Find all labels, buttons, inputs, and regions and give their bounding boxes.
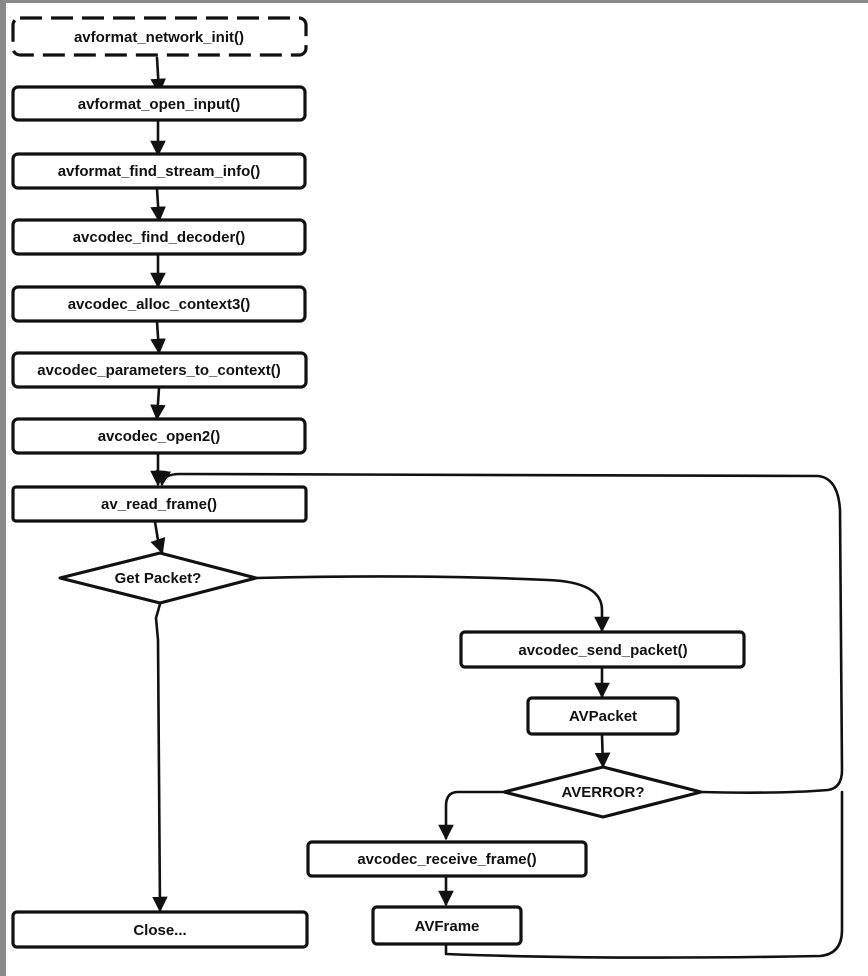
node-label: av_read_frame(): [101, 496, 217, 513]
node-avcodec-find-decoder: avcodec_find_decoder(): [11, 218, 307, 256]
node-av-read-frame: av_read_frame(): [11, 485, 308, 523]
node-label: AVFrame: [415, 918, 480, 935]
node-label: avcodec_parameters_to_context(): [37, 362, 280, 379]
node-averror-decision: AVERROR?: [502, 765, 703, 819]
edge-avframe-loop-back: [444, 790, 844, 959]
node-label: avcodec_send_packet(): [518, 642, 687, 659]
node-label: avformat_network_init(): [74, 29, 244, 46]
node-get-packet-decision: Get Packet?: [58, 551, 258, 605]
edge-read-frame-to-get-packet: [150, 520, 166, 555]
node-avcodec-alloc-context3: avcodec_alloc_context3(): [11, 285, 307, 323]
node-label: Close...: [133, 922, 186, 939]
node-label: avcodec_receive_frame(): [357, 851, 536, 868]
edge-get-packet-to-send-packet: [254, 575, 610, 633]
node-label: AVERROR?: [561, 784, 644, 801]
node-avformat-open-input: avformat_open_input(): [11, 85, 307, 122]
node-avcodec-parameters-to-context: avcodec_parameters_to_context(): [11, 351, 308, 389]
node-label: avcodec_open2(): [98, 428, 221, 445]
node-avcodec-open2: avcodec_open2(): [11, 417, 307, 455]
edge-averror-to-receive-frame: [438, 790, 504, 841]
node-label: avformat_find_stream_info(): [58, 163, 261, 180]
node-avframe: AVFrame: [371, 905, 523, 946]
node-avformat-network-init: avformat_network_init(): [11, 16, 308, 57]
node-avcodec-receive-frame: avcodec_receive_frame(): [306, 840, 588, 878]
edge-find-stream-info-to-find-decoder: [150, 187, 166, 223]
node-label: Get Packet?: [115, 570, 202, 587]
node-label: avcodec_alloc_context3(): [68, 296, 251, 313]
edge-get-packet-to-close: [152, 602, 168, 913]
node-avpacket: AVPacket: [526, 696, 680, 736]
edge-averror-loop-back: [155, 470, 844, 794]
node-avcodec-send-packet: avcodec_send_packet(): [459, 630, 746, 669]
node-label: AVPacket: [569, 708, 637, 725]
node-avformat-find-stream-info: avformat_find_stream_info(): [11, 152, 307, 190]
edge-parameters-to-open2: [150, 386, 166, 421]
node-close: Close...: [11, 910, 309, 949]
node-label: avcodec_find_decoder(): [73, 229, 246, 246]
edge-alloc-context-to-parameters: [150, 320, 166, 355]
node-label: avformat_open_input(): [78, 96, 241, 113]
edge-avpacket-to-averror: [594, 733, 611, 769]
